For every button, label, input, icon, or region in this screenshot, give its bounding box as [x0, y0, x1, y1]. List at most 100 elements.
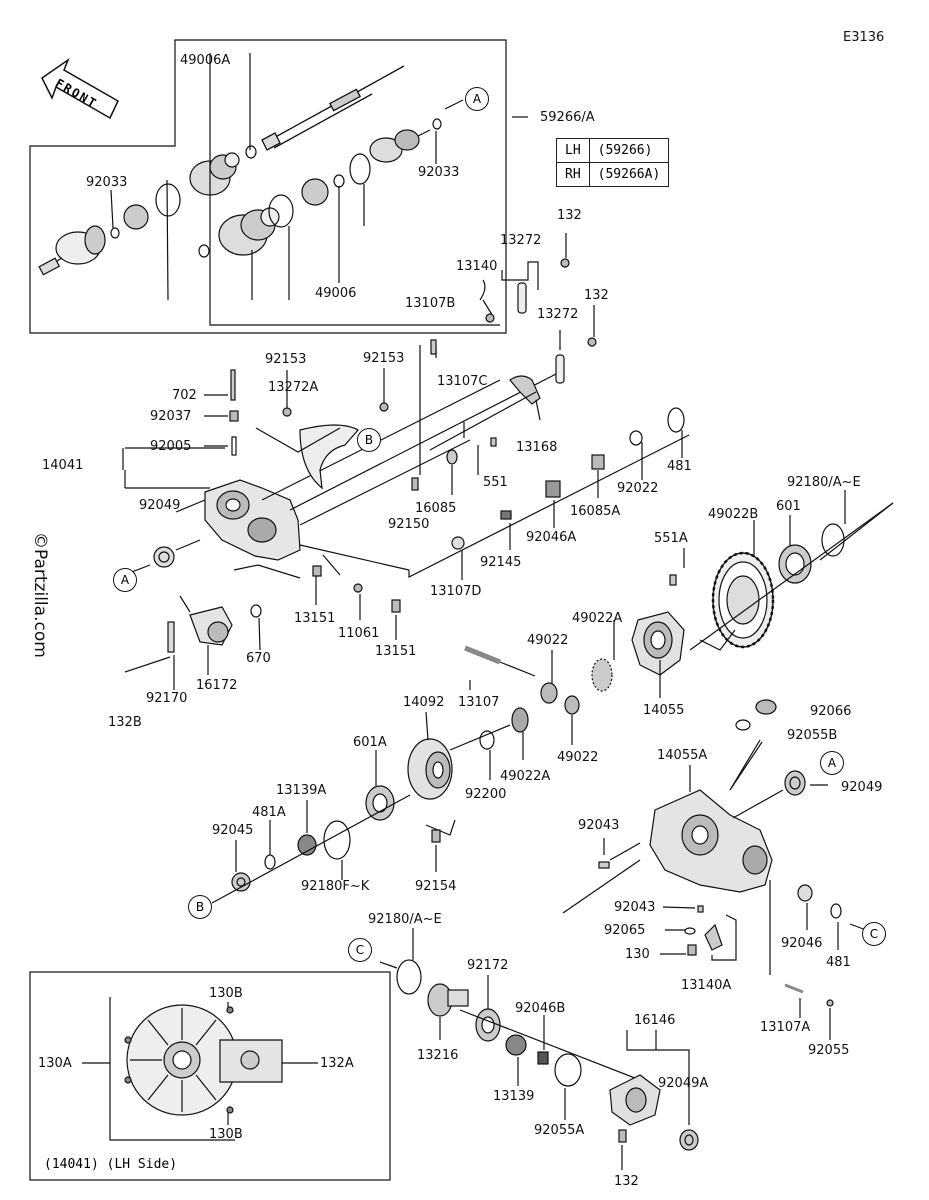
part-label[interactable]: 132 [584, 288, 609, 303]
part-label[interactable]: 13168 [516, 440, 558, 455]
part-label[interactable]: 132A [320, 1056, 354, 1071]
part-label[interactable]: 13139 [493, 1089, 535, 1104]
part-label[interactable]: 13107B [405, 296, 456, 311]
part-label[interactable]: 92065 [604, 923, 646, 938]
ring-92065 [684, 927, 696, 935]
o-ring-92180 [821, 523, 845, 557]
part-label[interactable]: 16146 [634, 1013, 676, 1028]
part-label[interactable]: 670 [246, 651, 271, 666]
part-label[interactable]: 13272A [268, 380, 319, 395]
circlip [349, 153, 371, 185]
part-label[interactable]: 14092 [403, 695, 445, 710]
part-label[interactable]: 49022A [572, 611, 623, 626]
part-label[interactable]: 13139A [276, 783, 327, 798]
pin-702 [230, 369, 236, 401]
part-label[interactable]: 49006 [315, 286, 357, 301]
seal-92049-b [784, 770, 806, 796]
part-label[interactable]: 92043 [578, 818, 620, 833]
part-label[interactable]: 601A [353, 735, 387, 750]
part-label[interactable]: 92172 [467, 958, 509, 973]
part-label[interactable]: 551 [483, 475, 508, 490]
part-label[interactable]: 92055A [534, 1123, 585, 1138]
part-label[interactable]: 14055A [657, 748, 708, 763]
part-label[interactable]: 130 [625, 947, 650, 962]
part-label[interactable]: 13107D [430, 584, 482, 599]
part-label[interactable]: 49006A [180, 53, 231, 68]
part-label[interactable]: 92055 [808, 1043, 850, 1058]
part-label[interactable]: 92180/A~E [368, 912, 442, 927]
part-label[interactable]: 49022 [557, 750, 599, 765]
part-label[interactable]: 92180F~K [301, 879, 370, 894]
part-label[interactable]: 16085A [570, 504, 621, 519]
part-label[interactable]: 49022 [527, 633, 569, 648]
part-label[interactable]: 92033 [418, 165, 460, 180]
part-label[interactable]: 92049A [658, 1076, 709, 1091]
bearing-92046 [797, 884, 813, 902]
part-label[interactable]: 92022 [617, 481, 659, 496]
part-label[interactable]: 481 [667, 459, 692, 474]
part-label[interactable]: 13272 [500, 233, 542, 248]
part-label[interactable]: 130B [209, 986, 243, 1001]
part-label[interactable]: 92145 [480, 555, 522, 570]
part-label[interactable]: 16172 [196, 678, 238, 693]
pinion-13216 [427, 983, 469, 1040]
part-label[interactable]: 92055B [787, 728, 838, 743]
part-label[interactable]: 13151 [375, 644, 417, 659]
axle-shaft [261, 65, 405, 151]
part-label[interactable]: 92043 [614, 900, 656, 915]
part-label[interactable]: 11061 [338, 626, 380, 641]
part-label[interactable]: 92046A [526, 530, 577, 545]
gear-case-housing-14041 [175, 479, 301, 561]
part-label[interactable]: 13107A [760, 1020, 811, 1035]
part-label[interactable]: 132B [108, 715, 142, 730]
part-label[interactable]: 92045 [212, 823, 254, 838]
part-label[interactable]: 92037 [150, 409, 192, 424]
part-label[interactable]: 132 [614, 1174, 639, 1189]
part-label[interactable]: 92005 [150, 439, 192, 454]
part-label[interactable]: 130A [38, 1056, 72, 1071]
part-label[interactable]: 92153 [363, 351, 405, 366]
part-label[interactable]: 92046 [781, 936, 823, 951]
part-label[interactable]: 14041 [42, 458, 84, 473]
part-label[interactable]: 702 [172, 388, 197, 403]
part-label[interactable]: 13216 [417, 1048, 459, 1063]
bolt-132B [124, 656, 171, 673]
part-label[interactable]: 481A [252, 805, 286, 820]
part-label[interactable]: 92046B [515, 1001, 566, 1016]
part-label[interactable]: 130B [209, 1127, 243, 1142]
part-label[interactable]: 92033 [86, 175, 128, 190]
part-label[interactable]: 92153 [265, 352, 307, 367]
part-label[interactable]: 92150 [388, 517, 430, 532]
part-label[interactable]: 49022A [500, 769, 551, 784]
part-label[interactable]: 14055 [643, 703, 685, 718]
reference-part: (59266A) [588, 162, 670, 187]
part-label[interactable]: 16085 [415, 501, 457, 516]
part-label[interactable]: 92049 [139, 498, 181, 513]
part-label[interactable]: 13151 [294, 611, 336, 626]
part-label[interactable]: 92170 [146, 691, 188, 706]
part-label[interactable]: 92180/A~E [787, 475, 861, 490]
part-label[interactable]: 481 [826, 955, 851, 970]
shift-fork-13140 [479, 279, 495, 323]
part-label[interactable]: 551A [654, 531, 688, 546]
callout-a: A [113, 568, 137, 592]
part-label[interactable]: 49022B [708, 507, 759, 522]
part-label[interactable]: 92200 [465, 787, 507, 802]
part-label[interactable]: 92049 [841, 780, 883, 795]
part-label[interactable]: 13140 [456, 259, 498, 274]
part-label[interactable]: 13272 [537, 307, 579, 322]
plug-92055 [826, 999, 834, 1007]
plate-13272-b [555, 354, 565, 384]
part-label[interactable]: 132 [557, 208, 582, 223]
part-label[interactable]: 601 [776, 499, 801, 514]
part-label[interactable]: 13107 [458, 695, 500, 710]
part-label[interactable]: 13107C [437, 374, 488, 389]
ring-b [198, 244, 210, 258]
part-label[interactable]: 92066 [810, 704, 852, 719]
pinion-49022-b [564, 695, 580, 715]
inset-box [29, 971, 391, 1181]
part-label[interactable]: 92154 [415, 879, 457, 894]
part-label[interactable]: 59266/A [540, 110, 595, 125]
part-label[interactable]: 13140A [681, 978, 732, 993]
